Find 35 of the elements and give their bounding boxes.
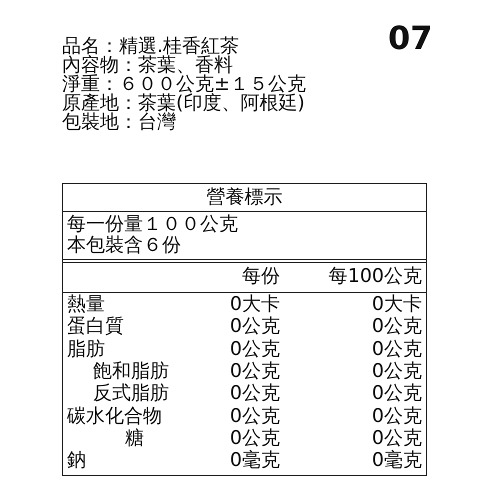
nutrient-value: 0公克 (230, 340, 280, 359)
table-title: 營養標示 (206, 188, 284, 207)
nutrient-value: 0公克 (230, 406, 280, 426)
servings-text: 本包裝含６份 (67, 236, 181, 255)
nutrient-name: 飽和脂肪 (93, 362, 169, 381)
info-line: 原產地：茶葉(印度、阿根廷) (62, 94, 305, 113)
nutrient-value: 0毫克 (230, 451, 280, 470)
nutrient-name: 脂肪 (67, 340, 105, 359)
nutrient-value: 0公克 (230, 362, 280, 381)
nutrient-value: 0公克 (372, 406, 422, 426)
nutrient-value: 0公克 (372, 340, 422, 359)
nutrient-name: 熱量 (67, 295, 105, 314)
info-line: 淨重：６００公克±１５公克 (62, 75, 306, 94)
nutrient-name: 反式脂肪 (93, 384, 169, 404)
nutrient-value: 0公克 (230, 384, 280, 404)
nutrient-name: 鈉 (67, 451, 86, 470)
item-number: 07 (388, 22, 433, 54)
serving-size-text: 每一份量１００公克 (67, 215, 238, 234)
nutrient-value: 0毫克 (372, 451, 422, 470)
nutrient-value: 0公克 (372, 317, 422, 336)
nutrient-value: 0公克 (230, 428, 280, 448)
nutrient-name: 碳水化合物 (67, 406, 162, 426)
nutrient-value: 0公克 (372, 362, 422, 381)
info-line: 內容物：茶葉、香料 (62, 56, 233, 75)
nutrient-name: 糖 (125, 428, 144, 448)
column-header: 每100公克 (328, 267, 422, 286)
nutrient-value: 0大卡 (230, 295, 280, 314)
nutrient-name: 蛋白質 (67, 317, 124, 336)
nutrient-value: 0大卡 (372, 295, 422, 314)
column-header: 每份 (242, 267, 280, 286)
nutrient-value: 0公克 (230, 317, 280, 336)
info-line: 品名：精選.桂香紅茶 (62, 37, 240, 56)
nutrient-value: 0公克 (372, 428, 422, 448)
nutrient-value: 0公克 (372, 384, 422, 404)
info-line: 包裝地：台灣 (62, 113, 176, 132)
